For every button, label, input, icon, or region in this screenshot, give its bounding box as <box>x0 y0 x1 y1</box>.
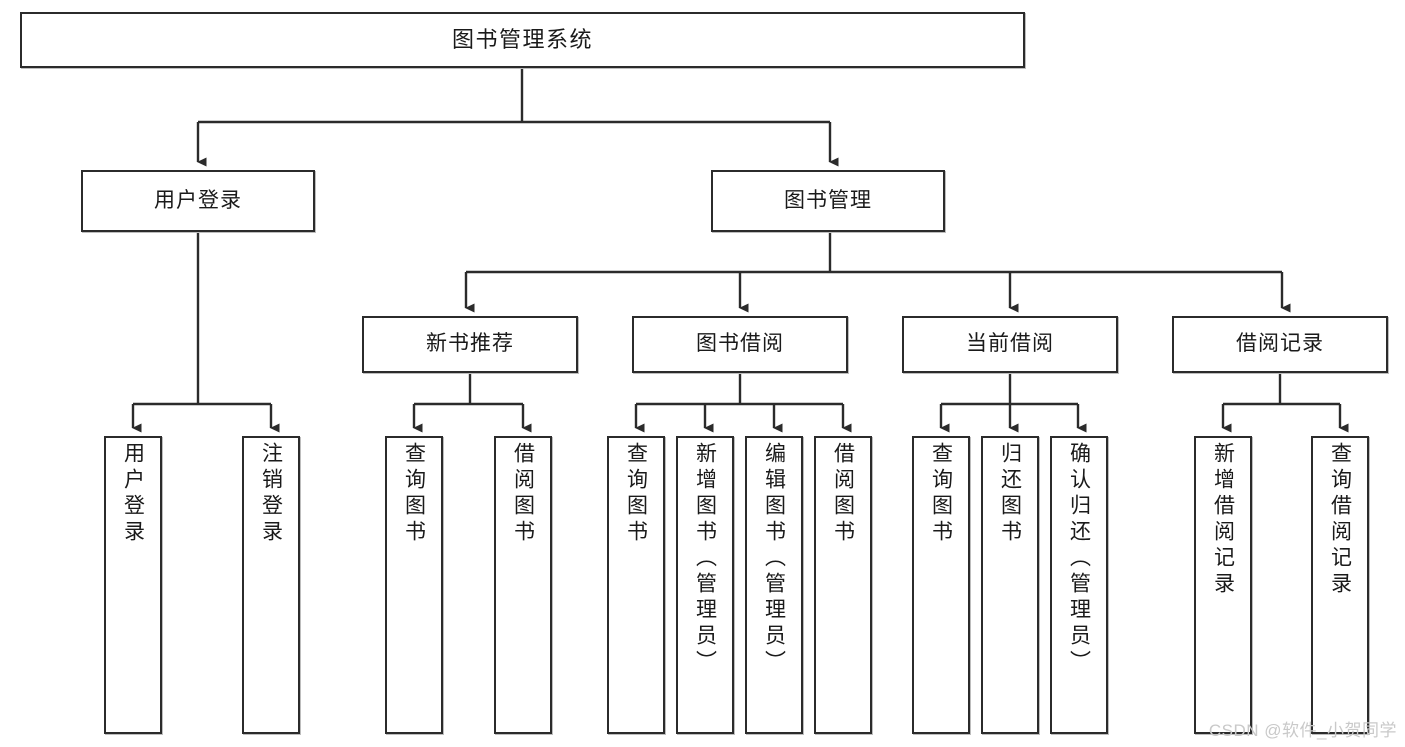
leaf-borrow-book-2[interactable]: 借阅图书 <box>814 436 872 734</box>
leaf-query-book-3-label: 查询图书 <box>929 442 953 546</box>
leaf-query-book-3[interactable]: 查询图书 <box>912 436 970 734</box>
node-book-borrow-label: 图书借阅 <box>696 332 784 356</box>
leaf-query-borrow-record-label: 查询借阅记录 <box>1328 442 1352 598</box>
leaf-confirm-return-label: 确认归还（管理员） <box>1067 442 1091 676</box>
leaf-query-book-1[interactable]: 查询图书 <box>385 436 443 734</box>
leaf-logout-login-label: 注销登录 <box>259 442 283 546</box>
node-new-book-recommend-label: 新书推荐 <box>426 332 514 356</box>
leaf-user-login[interactable]: 用户登录 <box>104 436 162 734</box>
node-current-borrow[interactable]: 当前借阅 <box>902 316 1118 373</box>
leaf-confirm-return[interactable]: 确认归还（管理员） <box>1050 436 1108 734</box>
leaf-edit-book-label: 编辑图书（管理员） <box>762 442 786 676</box>
node-root[interactable]: 图书管理系统 <box>20 12 1025 68</box>
node-user-login-label: 用户登录 <box>154 188 242 212</box>
node-book-management-label: 图书管理 <box>784 188 872 212</box>
leaf-add-borrow-record[interactable]: 新增借阅记录 <box>1194 436 1252 734</box>
leaf-logout-login[interactable]: 注销登录 <box>242 436 300 734</box>
leaf-borrow-book-2-label: 借阅图书 <box>831 442 855 546</box>
node-book-management[interactable]: 图书管理 <box>711 170 945 232</box>
node-root-label: 图书管理系统 <box>451 27 593 53</box>
leaf-query-book-2[interactable]: 查询图书 <box>607 436 665 734</box>
leaf-query-book-2-label: 查询图书 <box>624 442 648 546</box>
node-user-login[interactable]: 用户登录 <box>81 170 315 232</box>
leaf-add-borrow-record-label: 新增借阅记录 <box>1211 442 1235 598</box>
leaf-user-login-label: 用户登录 <box>121 442 145 546</box>
leaf-return-book[interactable]: 归还图书 <box>981 436 1039 734</box>
node-new-book-recommend[interactable]: 新书推荐 <box>362 316 578 373</box>
node-book-borrow[interactable]: 图书借阅 <box>632 316 848 373</box>
leaf-return-book-label: 归还图书 <box>998 442 1022 546</box>
leaf-borrow-book-1-label: 借阅图书 <box>511 442 535 546</box>
leaf-add-book-label: 新增图书（管理员） <box>693 442 717 676</box>
leaf-query-book-1-label: 查询图书 <box>402 442 426 546</box>
node-current-borrow-label: 当前借阅 <box>966 332 1054 356</box>
leaf-borrow-book-1[interactable]: 借阅图书 <box>494 436 552 734</box>
watermark: CSDN @软件_小贺同学 <box>1208 721 1397 740</box>
leaf-query-borrow-record[interactable]: 查询借阅记录 <box>1311 436 1369 734</box>
node-borrow-record[interactable]: 借阅记录 <box>1172 316 1388 373</box>
leaf-add-book[interactable]: 新增图书（管理员） <box>676 436 734 734</box>
leaf-edit-book[interactable]: 编辑图书（管理员） <box>745 436 803 734</box>
node-borrow-record-label: 借阅记录 <box>1236 332 1324 356</box>
